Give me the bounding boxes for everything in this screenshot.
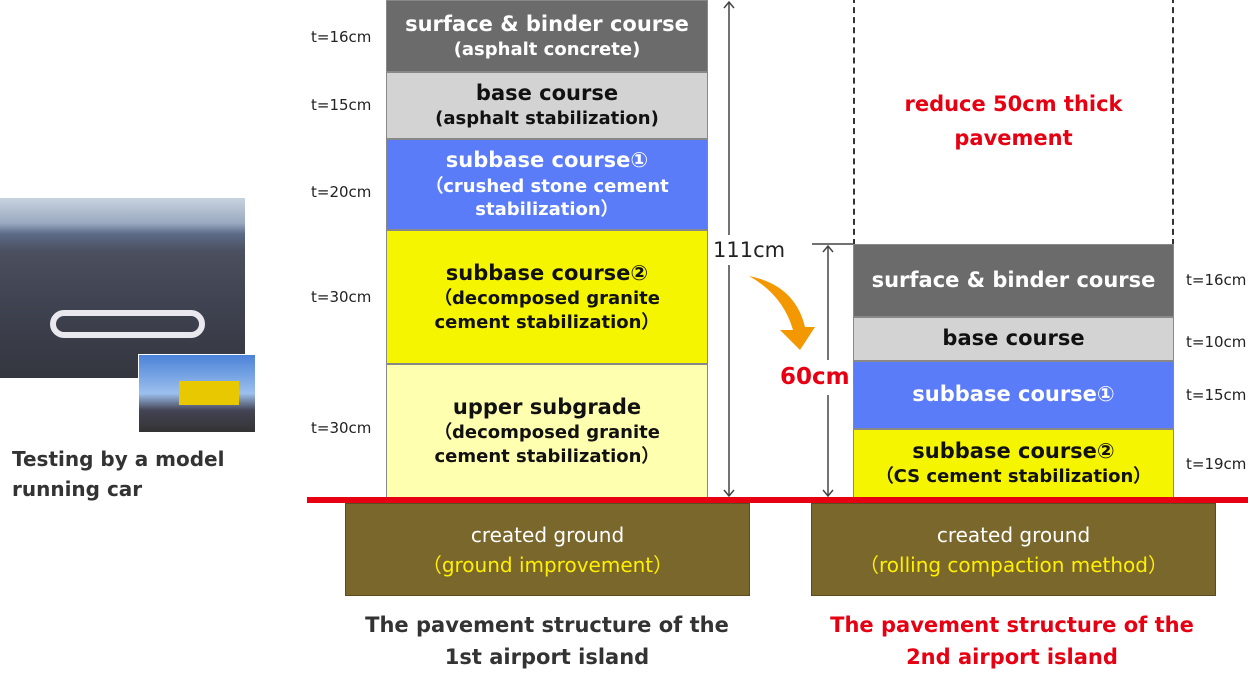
thickness-label: t=20cm bbox=[311, 183, 372, 201]
truck-photo bbox=[138, 354, 256, 433]
reduced-area: reduce 50cm thick pavement bbox=[853, 0, 1174, 245]
right-ground: created ground （rolling compaction metho… bbox=[811, 503, 1216, 596]
test-site-photo bbox=[0, 198, 245, 378]
caption-line: running car bbox=[12, 477, 143, 501]
ground-sub: （ground improvement） bbox=[421, 552, 674, 577]
right-layer-surface: surface & binder course bbox=[853, 244, 1174, 317]
left-layer-subbase1: subbase course① （crushed stone cement st… bbox=[386, 139, 708, 230]
thickness-label: t=16cm bbox=[1186, 271, 1247, 289]
ground-title: created ground bbox=[470, 522, 625, 547]
right-total-label: 60cm bbox=[780, 364, 850, 390]
thickness-label: t=15cm bbox=[311, 96, 372, 114]
layer-title: subbase course② bbox=[445, 260, 649, 285]
truck bbox=[179, 381, 239, 405]
right-caption: The pavement structure of the 2nd airpor… bbox=[830, 613, 1194, 669]
dimension-arrows bbox=[723, 0, 853, 498]
right-layer-subbase2: subbase course② （CS cement stabilization… bbox=[853, 429, 1174, 498]
left-layer-subgrade: upper subgrade （decomposed granite cemen… bbox=[386, 364, 708, 498]
left-total-label: 111cm bbox=[713, 238, 786, 262]
left-layer-subbase2: subbase course② （decomposed granite ceme… bbox=[386, 230, 708, 364]
layer-title: upper subgrade bbox=[452, 394, 642, 419]
thickness-label: t=19cm bbox=[1186, 455, 1247, 473]
layer-sub: （decomposed granite cement stabilization… bbox=[434, 422, 660, 467]
layer-sub: （decomposed granite cement stabilization… bbox=[434, 288, 660, 333]
layer-sub: （crushed stone cement stabilization） bbox=[425, 175, 669, 221]
reduce-note: reduce 50cm thick pavement bbox=[904, 92, 1123, 150]
caption-line: Testing by a model bbox=[12, 447, 225, 471]
right-layer-base: base course bbox=[853, 317, 1174, 361]
left-layer-surface: surface & binder course (asphalt concret… bbox=[386, 0, 708, 72]
left-layer-base: base course (asphalt stabilization) bbox=[386, 72, 708, 139]
photo-caption: Testing by a model running car bbox=[12, 444, 224, 504]
layer-title: subbase course② bbox=[912, 439, 1115, 464]
thickness-label: t=30cm bbox=[311, 419, 372, 437]
layer-sub: （CS cement stabilization） bbox=[875, 466, 1152, 488]
layer-title: base course bbox=[942, 326, 1085, 351]
test-track bbox=[50, 310, 205, 338]
right-layer-subbase1: subbase course① bbox=[853, 361, 1174, 429]
left-ground: created ground （ground improvement） bbox=[345, 503, 750, 596]
ground-line bbox=[307, 497, 1248, 503]
thickness-label: t=10cm bbox=[1186, 333, 1247, 351]
layer-title: base course bbox=[475, 81, 619, 106]
layer-title: subbase course① bbox=[912, 382, 1115, 407]
left-caption: The pavement structure of the 1st airpor… bbox=[365, 613, 729, 669]
layer-title: surface & binder course bbox=[871, 267, 1156, 292]
layer-title: surface & binder course bbox=[405, 11, 689, 36]
ground-sub: （rolling compaction method） bbox=[859, 552, 1168, 577]
layer-sub: (asphalt stabilization) bbox=[435, 108, 659, 130]
ground-title: created ground bbox=[936, 522, 1091, 547]
reduction-arrow-icon bbox=[749, 276, 815, 350]
thickness-label: t=15cm bbox=[1186, 386, 1247, 404]
layer-title: subbase course① bbox=[445, 148, 649, 173]
layer-sub: (asphalt concrete) bbox=[453, 38, 641, 60]
thickness-label: t=16cm bbox=[311, 28, 372, 46]
thickness-label: t=30cm bbox=[311, 288, 372, 306]
